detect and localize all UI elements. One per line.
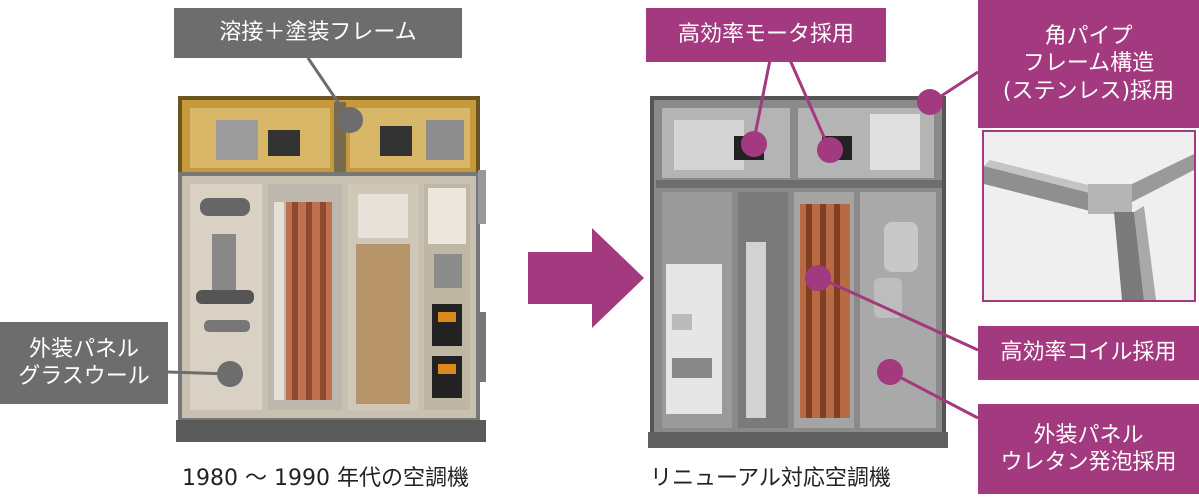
high-efficiency-coil-text: 高効率コイル採用 bbox=[1000, 340, 1177, 366]
pipe-line2: フレーム構造 bbox=[1022, 51, 1155, 77]
high-efficiency-coil-label: 高効率コイル採用 bbox=[978, 326, 1199, 380]
pipe-line1: 角パイプ bbox=[1044, 23, 1133, 49]
old-unit-caption: 1980 ～ 1990 年代の空調機 bbox=[182, 466, 469, 491]
welded-painted-frame-label: 溶接＋塗装フレーム bbox=[174, 8, 462, 58]
old-panel-line2: グラスウール bbox=[18, 364, 150, 389]
pipe-line3: (ステンレス)採用 bbox=[1002, 78, 1175, 104]
renewal-unit-caption: リニューアル対応空調機 bbox=[650, 466, 891, 491]
high-efficiency-motor-text: 高効率モータ採用 bbox=[677, 22, 854, 48]
high-efficiency-motor-label: 高効率モータ採用 bbox=[646, 8, 886, 62]
right-arrow-icon bbox=[528, 228, 648, 328]
old-air-handler-photo bbox=[176, 94, 486, 446]
old-panel-line1: 外装パネル bbox=[28, 336, 139, 362]
urethane-panel-label: 外装パネル ウレタン発泡採用 bbox=[978, 404, 1199, 494]
urethane-panel-line1: 外装パネル bbox=[1033, 422, 1144, 448]
welded-painted-frame-text: 溶接＋塗装フレーム bbox=[219, 20, 417, 46]
square-pipe-joint-photo bbox=[982, 130, 1196, 302]
urethane-panel-line2: ウレタン発泡採用 bbox=[1000, 450, 1177, 475]
renewal-air-handler-photo bbox=[648, 92, 948, 450]
old-exterior-panel-label: 外装パネル グラスウール bbox=[0, 322, 168, 404]
square-pipe-frame-label: 角パイプ フレーム構造 (ステンレス)採用 bbox=[978, 0, 1199, 128]
